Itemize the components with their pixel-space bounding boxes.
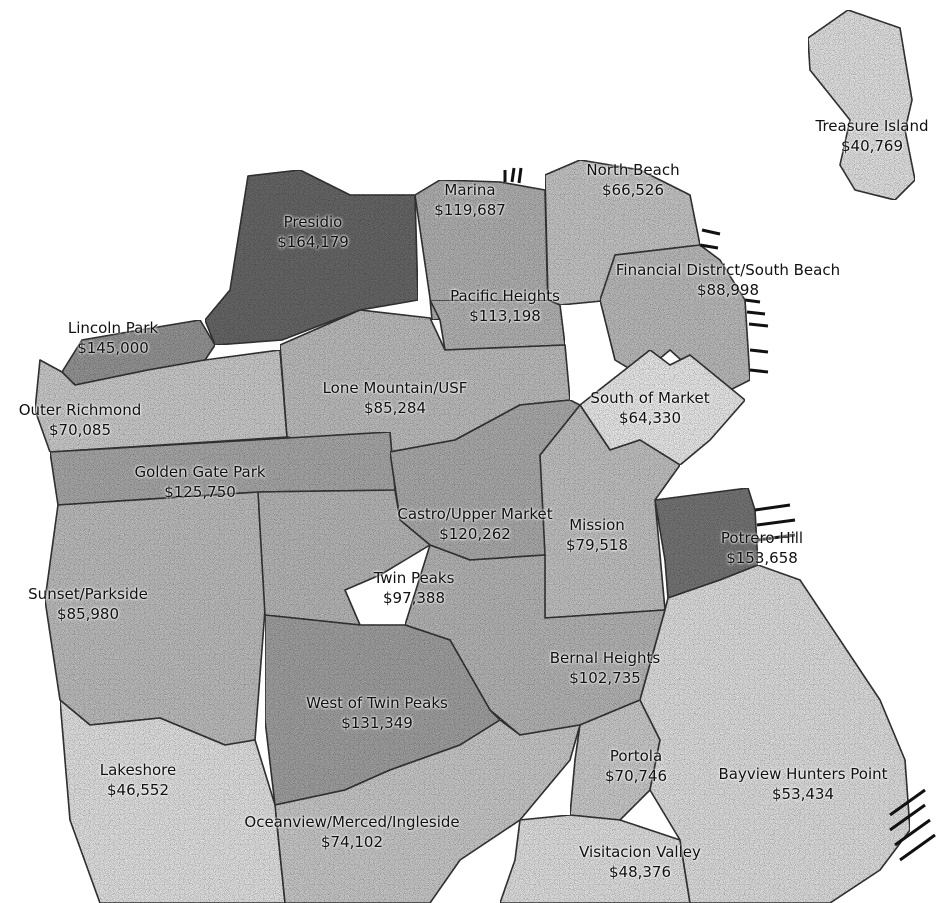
label-south-of-market: South of Market $64,330 [590,389,710,427]
label-presidio: Presidio $164,179 [277,213,349,251]
label-lakeshore: Lakeshore $46,552 [99,761,177,799]
label-lincoln-park: Lincoln Park $145,000 [67,319,159,357]
label-portola: Portola $70,746 [604,747,668,785]
label-golden-gate-park: Golden Gate Park $125,750 [134,463,266,501]
label-oceanview: Oceanview/Merced/Ingleside $74,102 [244,813,460,851]
label-treasure-island: Treasure Island $40,769 [815,117,929,155]
hood-lakeshore[interactable] [59,699,286,903]
label-castro: Castro/Upper Market $120,262 [397,505,553,543]
label-north-beach: North Beach $66,526 [586,161,680,199]
label-pacific-heights: Pacific Heights $113,198 [450,287,560,325]
label-bernal-heights: Bernal Heights $102,735 [549,649,661,687]
label-visitacion-valley: Visitacion Valley $48,376 [579,843,701,881]
label-bayview: Bayview Hunters Point $53,434 [718,765,888,803]
hood-bayview[interactable] [639,564,911,903]
label-potrero-hill: Potrero Hill $153,658 [720,529,804,567]
label-west-of-twin-peaks: West of Twin Peaks $131,349 [306,694,448,732]
hood-outer-richmond[interactable] [34,349,288,453]
piers [503,167,936,862]
label-sunset: Sunset/Parkside $85,980 [28,585,148,623]
label-financial-district: Financial District/South Beach $88,998 [615,261,841,299]
label-lone-mountain: Lone Mountain/USF $85,284 [322,379,468,417]
label-outer-richmond: Outer Richmond $70,085 [18,401,142,439]
label-mission: Mission $79,518 [565,516,629,554]
label-twin-peaks: Twin Peaks $97,388 [373,569,455,607]
hood-treasure-island[interactable] [807,9,916,201]
label-marina: Marina $119,687 [434,181,506,219]
